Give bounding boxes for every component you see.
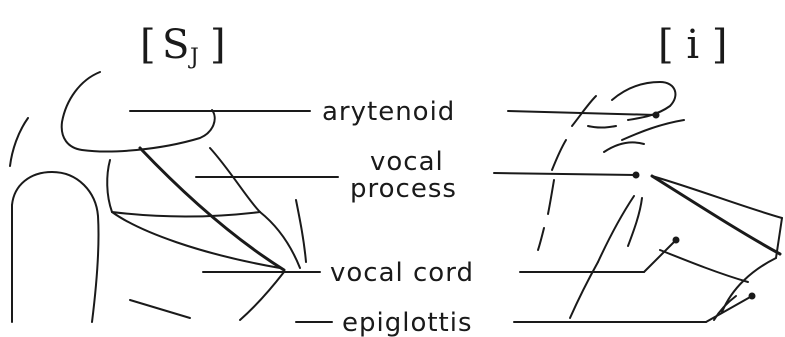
right-lower-curve <box>570 262 598 318</box>
right-fold-curve <box>598 196 634 262</box>
left-right-edge <box>296 200 306 262</box>
left-panel-drawing <box>10 72 306 322</box>
right-posterior-dash-2 <box>548 180 554 214</box>
right-posterior-dash-1 <box>552 140 566 170</box>
left-title-open-bracket: [ <box>140 22 156 68</box>
left-title-subscript: J <box>188 45 199 70</box>
right-process-curve <box>622 120 684 140</box>
left-rounded-body <box>12 172 99 322</box>
left-epiglottis-curve <box>240 272 284 320</box>
left-outer-contour <box>10 118 28 166</box>
right-epiglottis-curve <box>722 258 776 312</box>
right-arytenoid-back <box>572 96 596 126</box>
vocal-process-label-line2: process <box>350 174 457 204</box>
left-title-symbol: S <box>162 22 189 68</box>
vocal-process-marker-right <box>633 172 640 179</box>
right-panel-drawing <box>538 82 782 320</box>
arytenoid-label: arytenoid <box>322 97 455 127</box>
left-process-contour <box>210 148 260 212</box>
left-panel-title: [ S J ] <box>140 22 226 70</box>
vocal-cord-marker-right <box>673 237 680 244</box>
left-inner-contour <box>107 160 112 212</box>
left-vocal-process-ridge <box>140 148 284 270</box>
leader-lines <box>130 111 756 322</box>
right-upper-ridge <box>652 176 782 218</box>
arytenoid-marker-right <box>653 112 660 119</box>
vocal-cord-label: vocal cord <box>330 258 474 288</box>
vocal-process-label-line1: vocal <box>370 147 444 177</box>
right-vocal-cord <box>652 176 780 254</box>
right-cord-lower <box>660 250 748 282</box>
left-lower-contour <box>130 300 190 318</box>
epiglottis-label: epiglottis <box>342 308 473 337</box>
right-fold-inner <box>628 198 642 246</box>
right-panel-title: [ i ] <box>658 22 727 68</box>
labels: arytenoid vocal process vocal cord epigl… <box>322 97 474 337</box>
left-fold-upper <box>112 212 260 217</box>
left-fold-lower <box>112 212 280 268</box>
right-arytenoid-inner <box>588 126 616 128</box>
epiglottis-marker-right <box>749 293 756 300</box>
vocal-process-leader-right <box>494 173 636 175</box>
left-title-close-bracket: ] <box>210 22 226 68</box>
vocal-cord-leader-bend <box>644 240 676 272</box>
right-process-contour <box>604 142 644 152</box>
right-posterior-dash-3 <box>538 228 544 250</box>
